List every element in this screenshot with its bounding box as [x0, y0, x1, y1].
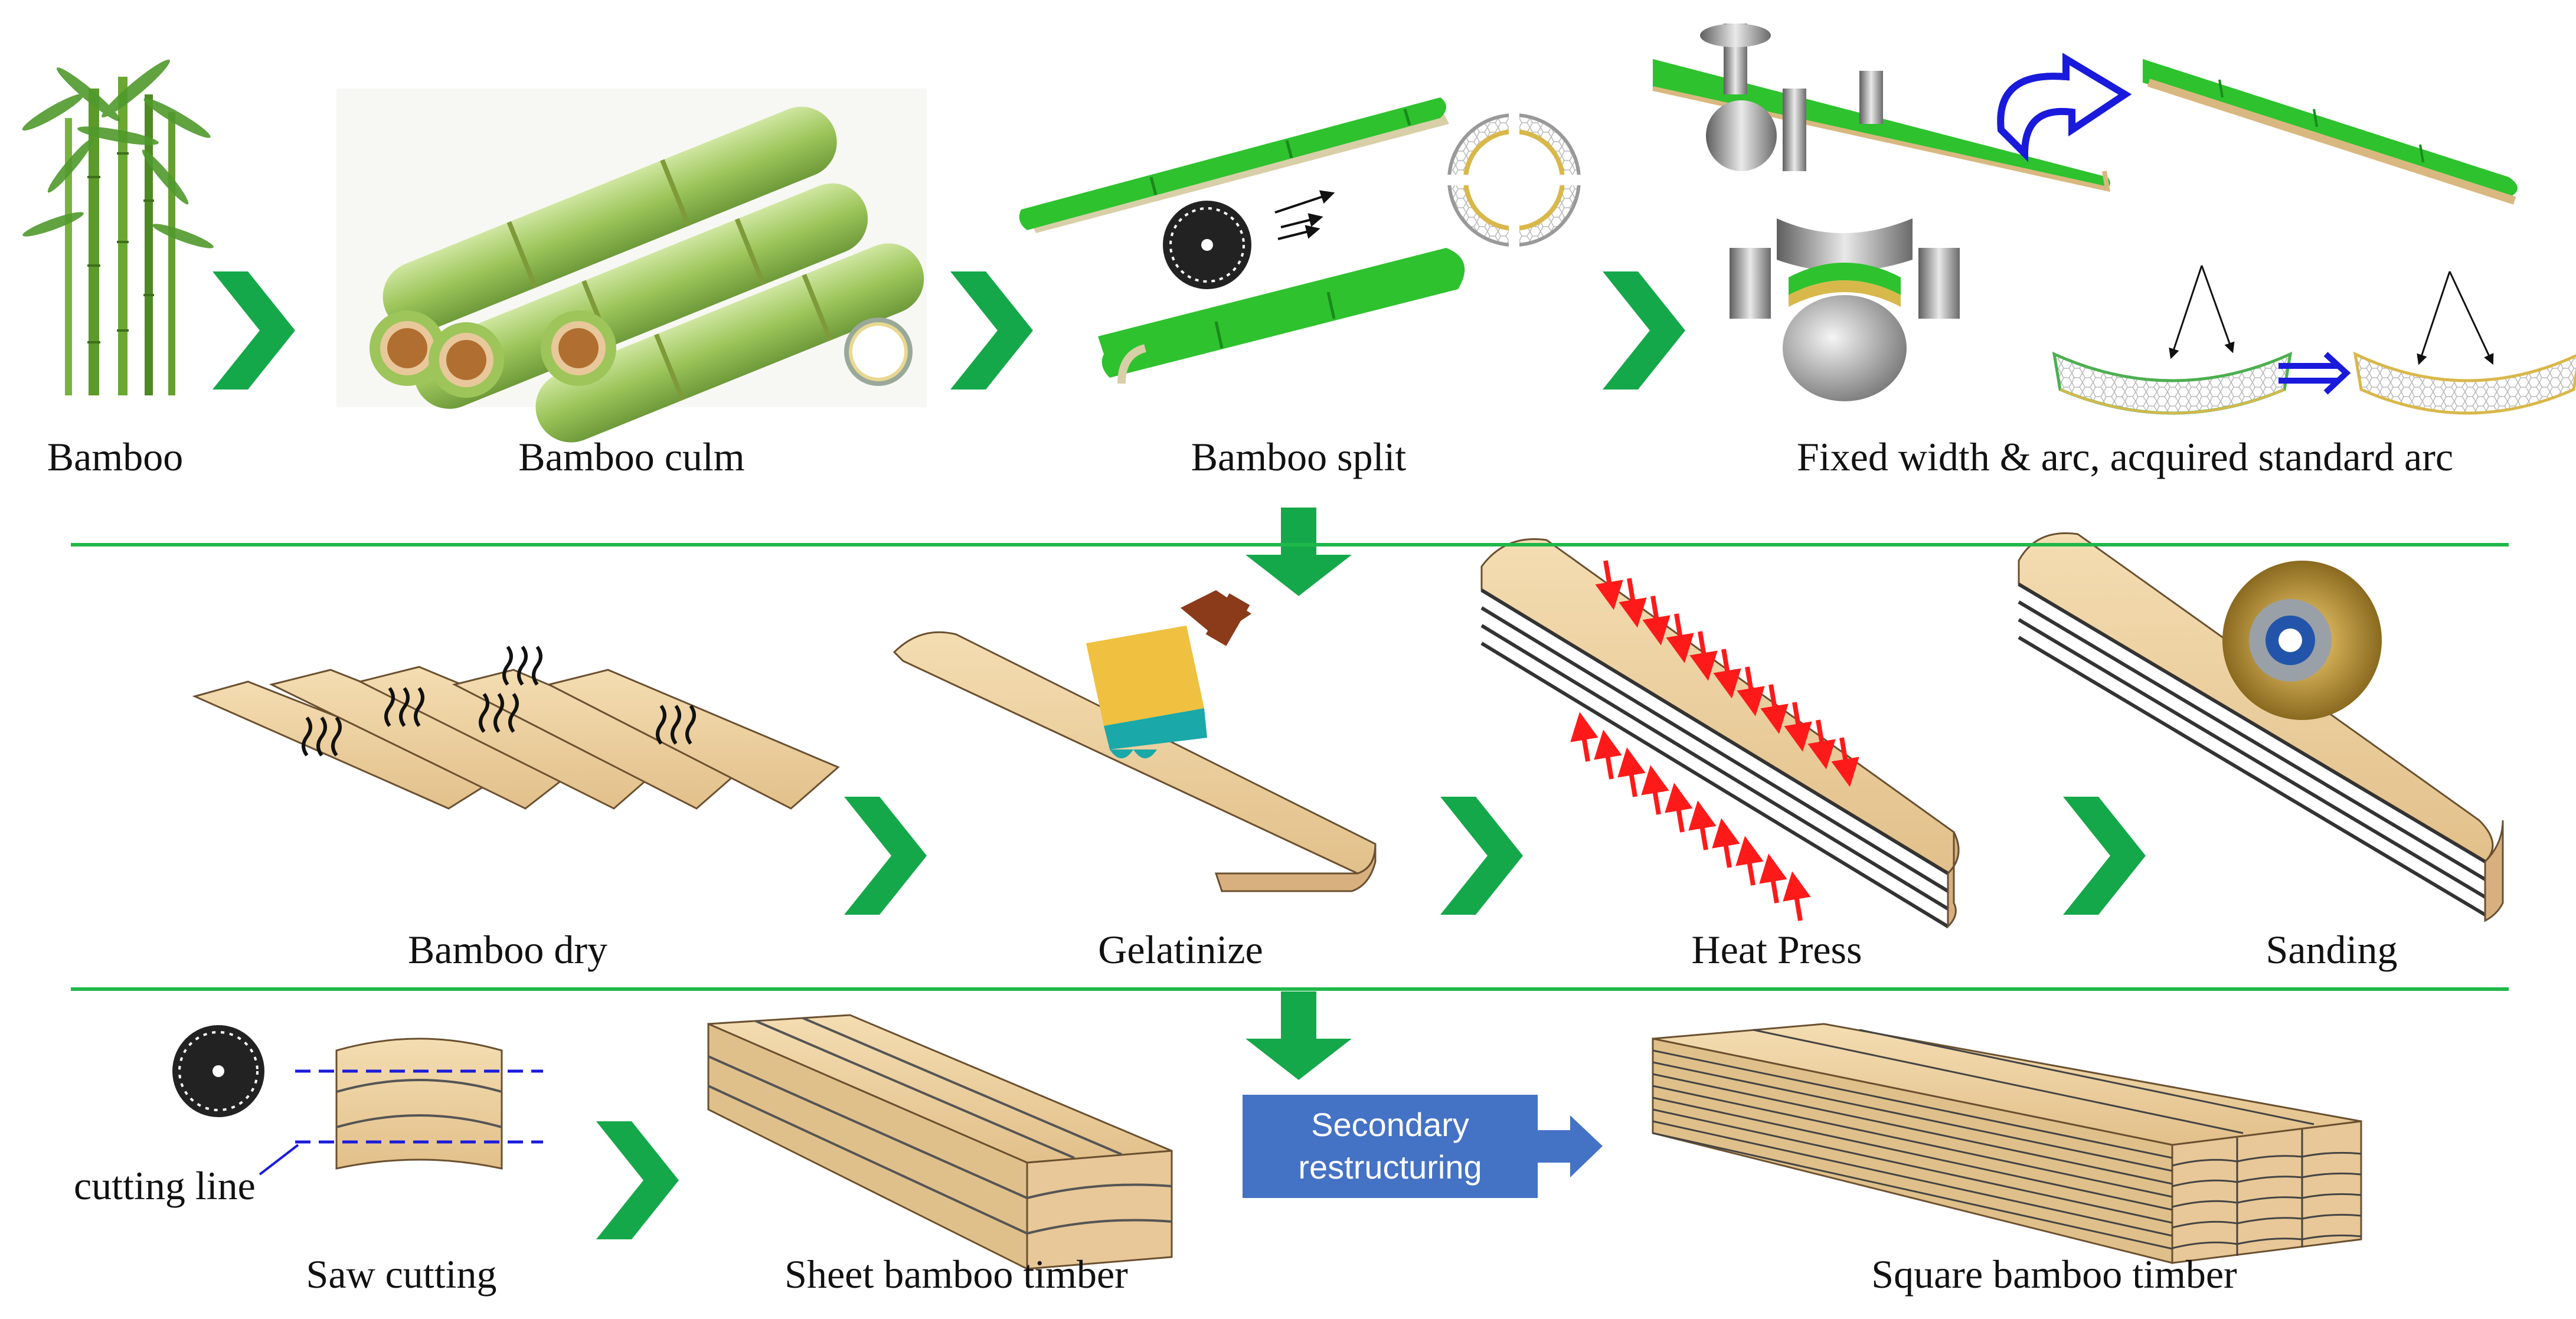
bamboo-dry-image	[192, 646, 840, 810]
chevron-icon	[1603, 271, 1685, 390]
divider-line-2	[71, 987, 2509, 991]
chevron-icon	[213, 271, 295, 390]
chevron-icon	[844, 797, 927, 915]
down-arrow-icon	[1245, 508, 1352, 596]
label-bamboo-dry: Bamboo dry	[407, 927, 608, 972]
label-sheet-bamboo-timber: Sheet bamboo timber	[784, 1252, 1128, 1297]
row3-chevron	[596, 1121, 679, 1239]
secondary-restructuring-label: Secondary restructuring	[1243, 1104, 1538, 1189]
bamboo-culm-image	[336, 89, 927, 443]
heat-press-image	[1480, 538, 1960, 929]
bamboo-plant-image	[22, 60, 214, 395]
secondary-restructuring-box	[1243, 1095, 1603, 1198]
secondary-line-1: Secondary	[1311, 1106, 1469, 1143]
square-timber-image	[1652, 1023, 2362, 1264]
label-fixed-width-arc: Fixed width & arc, acquired standard arc	[1796, 434, 2454, 479]
chevron-icon	[950, 271, 1033, 390]
divider-line-1	[71, 543, 2509, 546]
chevron-icon	[1440, 797, 1523, 915]
label-sanding: Sanding	[2266, 927, 2398, 972]
down-arrow-icon	[1245, 991, 1352, 1080]
sanding-image	[2018, 532, 2504, 922]
row2-chevrons	[844, 797, 2146, 915]
label-heat-press: Heat Press	[1691, 927, 1862, 972]
gelatinize-image	[893, 590, 1377, 892]
label-bamboo-culm: Bamboo culm	[518, 434, 745, 479]
fixed-width-arc-image	[1652, 24, 2576, 415]
label-bamboo: Bamboo	[47, 434, 184, 479]
label-gelatinize: Gelatinize	[1098, 927, 1263, 972]
secondary-line-2: restructuring	[1298, 1148, 1482, 1186]
label-square-bamboo-timber: Square bamboo timber	[1871, 1252, 2237, 1297]
label-saw-cutting: Saw cutting	[306, 1252, 497, 1297]
label-cutting-line: cutting line	[74, 1163, 256, 1208]
chevron-icon	[2063, 797, 2146, 915]
arc-calibration-sketch	[2052, 265, 2576, 415]
saw-cutting-image	[172, 1025, 543, 1176]
sheet-timber-image	[707, 1014, 1173, 1271]
label-bamboo-split: Bamboo split	[1191, 434, 1407, 479]
chevron-icon	[596, 1121, 679, 1239]
row1-chevrons	[213, 271, 1685, 390]
bamboo-split-image	[1019, 97, 1582, 384]
down-arrows	[1245, 508, 1352, 1080]
